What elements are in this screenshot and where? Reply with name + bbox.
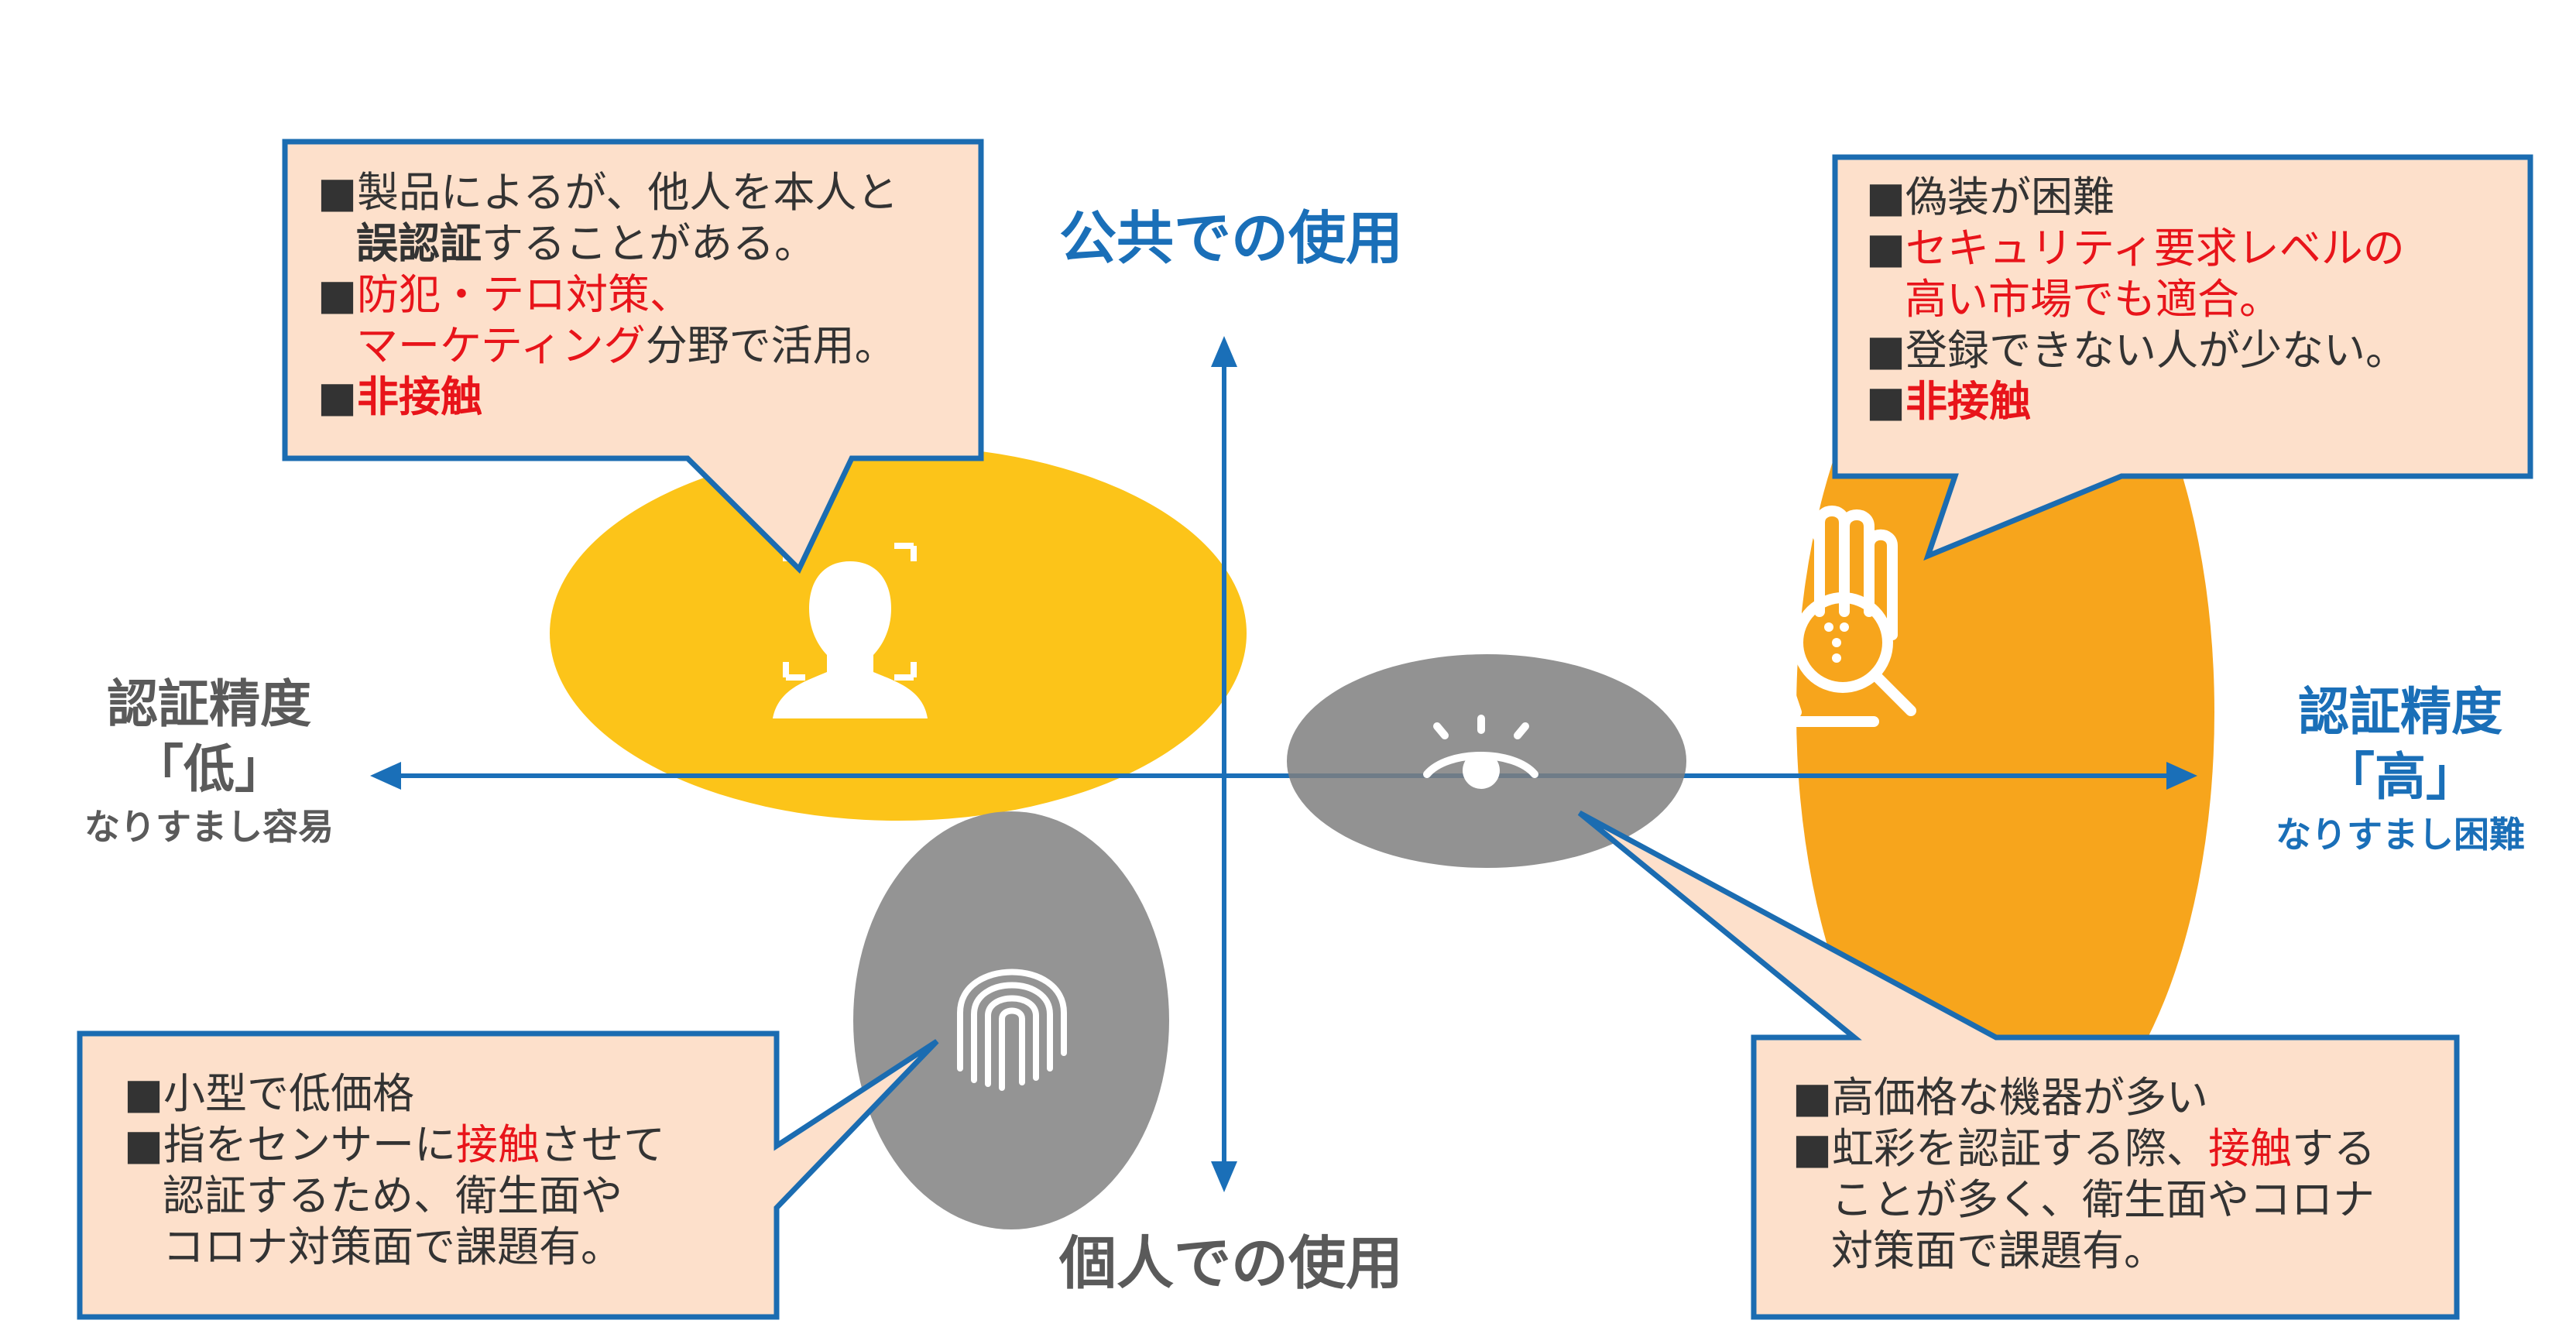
fingerprint-icon <box>957 969 1067 1091</box>
vein-text-2b: 高い市場でも適合。 <box>1905 275 2281 324</box>
axis-left-line2: 「低」 <box>132 739 286 799</box>
face-bullet-2: ■防犯・テロ対策、 <box>317 269 898 321</box>
face-text-1b-bold: 誤認証 <box>356 219 482 268</box>
axis-right-line2: 「高」 <box>2324 747 2477 807</box>
axis-label-bottom: 個人での使用 <box>1059 1230 1403 1297</box>
callout-fingerprint-shape <box>77 1030 939 1320</box>
face-text-2a: 防犯・テロ対策、 <box>357 270 692 319</box>
callout-vein-shape <box>1832 154 2533 561</box>
fp-text-2a: 指をセンサーに <box>163 1120 457 1169</box>
face-text-1a: 製品によるが、他人を本人と <box>357 168 899 217</box>
palm-vein-icon <box>1732 506 1916 727</box>
axis-arrow-bottom <box>1211 1161 1237 1192</box>
vein-bullet-2-cont: 高い市場でも適合。 <box>1866 274 2407 325</box>
vein-recognition-ellipse <box>1796 268 2214 1157</box>
axis-arrow-top <box>1211 336 1237 367</box>
axis-left-line1: 認証精度 <box>107 674 311 734</box>
axis-right-line1: 認証精度 <box>2298 682 2502 742</box>
face-text-3: 非接触 <box>357 372 483 421</box>
callout-iris-shape <box>1577 810 2460 1320</box>
axis-label-right: 認証精度 「高」 なりすまし困難 <box>2230 680 2571 859</box>
face-bullet-2-cont: マーケティング分野で活用。 <box>317 321 898 372</box>
axis-arrow-right <box>2166 762 2197 790</box>
bullet-icon: ■ <box>317 168 358 217</box>
vein-text-4: 非接触 <box>1905 377 2032 426</box>
iris-text-2a: 虹彩を認証する際、 <box>1832 1124 2209 1173</box>
callout-iris: ■高価格な機器が多い ■虹彩を認証する際、接触する ことが多く、衛生面やコロナ … <box>1792 1072 2375 1277</box>
bullet-icon: ■ <box>1792 1073 1833 1122</box>
bullet-icon: ■ <box>124 1120 164 1169</box>
vein-text-3: 登録できない人が少ない。 <box>1905 326 2408 375</box>
iris-text-2a-post: する <box>2292 1124 2376 1173</box>
axis-left-line3: なりすまし容易 <box>84 806 334 848</box>
eye-icon <box>1423 715 1538 789</box>
fp-text-2a-red: 接触 <box>456 1120 540 1169</box>
vein-bullet-1: ■偽装が困難 <box>1866 172 2407 223</box>
fp-text-2c: コロナ対策面で課題有。 <box>163 1222 623 1271</box>
iris-text-2a-red: 接触 <box>2208 1124 2293 1173</box>
fingerprint-ellipse <box>853 811 1169 1229</box>
callout-vein: ■偽装が困難 ■セキュリティ要求レベルの 高い市場でも適合。 ■登録できない人が… <box>1866 172 2407 427</box>
bullet-icon: ■ <box>1866 377 1906 426</box>
axis-label-left: 認証精度 「低」 なりすまし容易 <box>31 672 387 852</box>
bullet-icon: ■ <box>1866 224 1906 273</box>
bullet-icon: ■ <box>1866 326 1906 375</box>
bullet-icon: ■ <box>317 372 358 421</box>
axis-label-top: 公共での使用 <box>1059 205 1403 272</box>
axis-arrow-left <box>370 762 401 790</box>
iris-bullet-2: ■虹彩を認証する際、接触する <box>1792 1123 2375 1174</box>
callout-fingerprint: ■小型で低価格 ■指をセンサーに接触させて 認証するため、衛生面や コロナ対策面… <box>124 1068 665 1273</box>
bullet-icon: ■ <box>1792 1124 1833 1173</box>
vein-bullet-3: ■登録できない人が少ない。 <box>1866 325 2407 376</box>
face-bullet-3: ■非接触 <box>317 372 898 423</box>
fp-bullet-2: ■指をセンサーに接触させて <box>124 1120 665 1171</box>
bullet-icon: ■ <box>124 1069 164 1118</box>
iris-text-2c: 対策面で課題有。 <box>1831 1226 2166 1275</box>
fp-bullet-1: ■小型で低価格 <box>124 1068 665 1120</box>
bullet-icon: ■ <box>317 270 358 319</box>
fp-text-2b: 認証するため、衛生面や <box>163 1171 623 1220</box>
bullet-icon: ■ <box>1866 173 1906 221</box>
fp-text-2a-post: させて <box>540 1120 666 1169</box>
fp-bullet-2-cont2: コロナ対策面で課題有。 <box>124 1222 665 1273</box>
face-recognition-ellipse <box>550 446 1247 821</box>
face-text-2b: 分野で活用。 <box>645 321 897 370</box>
axis-right-line3: なりすまし困難 <box>2276 814 2525 856</box>
iris-bullet-2-cont1: ことが多く、衛生面やコロナ <box>1792 1174 2375 1226</box>
callout-face-shape <box>282 139 984 574</box>
callout-face: ■製品によるが、他人を本人と 誤認証することがある。 ■防犯・テロ対策、 マーケ… <box>317 167 898 423</box>
fp-bullet-2-cont1: 認証するため、衛生面や <box>124 1171 665 1222</box>
face-bullet-1: ■製品によるが、他人を本人と <box>317 167 898 218</box>
vein-bullet-4: ■非接触 <box>1866 376 2407 427</box>
face-text-2b-red: マーケティング <box>356 321 646 370</box>
iris-text-2b: ことが多く、衛生面やコロナ <box>1831 1175 2375 1224</box>
iris-bullet-2-cont2: 対策面で課題有。 <box>1792 1226 2375 1277</box>
face-text-1b: することがある。 <box>482 219 816 268</box>
fp-text-1: 小型で低価格 <box>163 1069 415 1118</box>
vein-bullet-2: ■セキュリティ要求レベルの <box>1866 223 2407 274</box>
iris-text-1: 高価格な機器が多い <box>1832 1073 2209 1122</box>
vein-text-1: 偽装が困難 <box>1905 173 2115 221</box>
iris-bullet-1: ■高価格な機器が多い <box>1792 1072 2375 1123</box>
face-bullet-1-cont: 誤認証することがある。 <box>317 218 898 269</box>
vein-text-2a: セキュリティ要求レベルの <box>1905 224 2405 273</box>
